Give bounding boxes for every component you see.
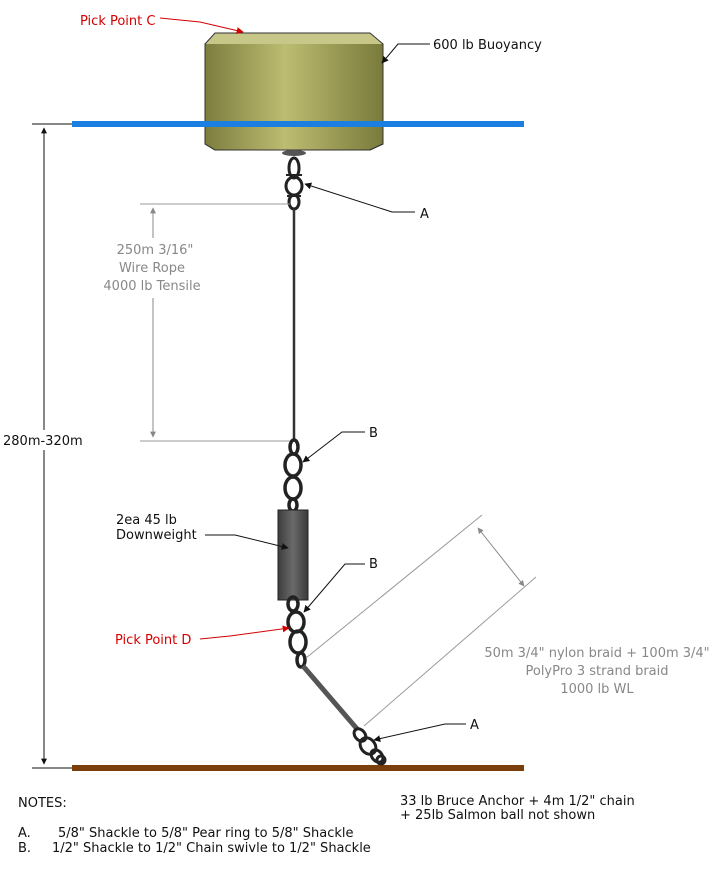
- downweight-label-line1: 2ea 45 lb: [116, 513, 177, 528]
- seabed-line: [72, 765, 524, 771]
- buoyancy-leader: [381, 43, 430, 64]
- note-a-key: A.: [18, 826, 31, 841]
- water-surface-line: [72, 121, 524, 127]
- downweight-block: [277, 509, 309, 601]
- wire-rope-label-line3: 4000 lb Tensile: [103, 279, 200, 294]
- wire-rope-label-line1: 250m 3/16": [117, 243, 194, 258]
- buoy: [204, 32, 384, 156]
- pick-point-c-label: Pick Point C: [80, 14, 155, 29]
- pick-point-c-leader: [159, 17, 244, 34]
- depth-dimension: [32, 123, 72, 769]
- braid-dimension: [305, 514, 537, 727]
- note-b-key: B.: [18, 841, 32, 856]
- downweight-label-line2: Downweight: [116, 528, 197, 543]
- anchor-note-line1: 33 lb Bruce Anchor + 4m 1/2" chain: [400, 794, 635, 809]
- top-shackle-assembly: [284, 156, 304, 211]
- connector-a-bottom-label: A: [470, 718, 479, 733]
- downweight-leader: [205, 534, 289, 550]
- connector-b-upper-label: B: [369, 426, 378, 441]
- braid-label-line2: PolyPro 3 strand braid: [525, 664, 668, 679]
- bottom-shackle-assembly: [352, 727, 387, 766]
- connector-b-lower-label: B: [369, 557, 378, 572]
- braid-label-line1: 50m 3/4" nylon braid + 100m 3/4": [484, 646, 709, 661]
- note-a-text: 5/8" Shackle to 5/8" Pear ring to 5/8" S…: [58, 826, 354, 841]
- connector-a-top-leader: [304, 182, 415, 213]
- pick-point-d-leader: [199, 625, 290, 640]
- note-b-text: 1/2" Shackle to 1/2" Chain swivle to 1/2…: [52, 841, 371, 856]
- braid-label-line3: 1000 lb WL: [560, 682, 634, 697]
- connector-b-lower-leader: [303, 563, 365, 613]
- buoyancy-label: 600 lb Buoyancy: [433, 38, 542, 53]
- upper-chain-assembly: [283, 438, 303, 513]
- wire-rope-label-line2: Wire Rope: [119, 261, 185, 276]
- pick-point-d-label: Pick Point D: [115, 633, 191, 648]
- lower-chain-assembly: [286, 595, 308, 669]
- connector-b-upper-leader: [302, 431, 365, 463]
- connector-a-top-label: A: [420, 207, 429, 222]
- braid-line: [301, 664, 360, 732]
- depth-range-label: 280m-320m: [3, 434, 83, 449]
- anchor-note-line2: + 25lb Salmon ball not shown: [400, 808, 596, 823]
- wire-rope-dimension: [140, 203, 290, 442]
- notes-heading: NOTES:: [18, 796, 67, 811]
- connector-a-bottom-leader: [373, 723, 466, 743]
